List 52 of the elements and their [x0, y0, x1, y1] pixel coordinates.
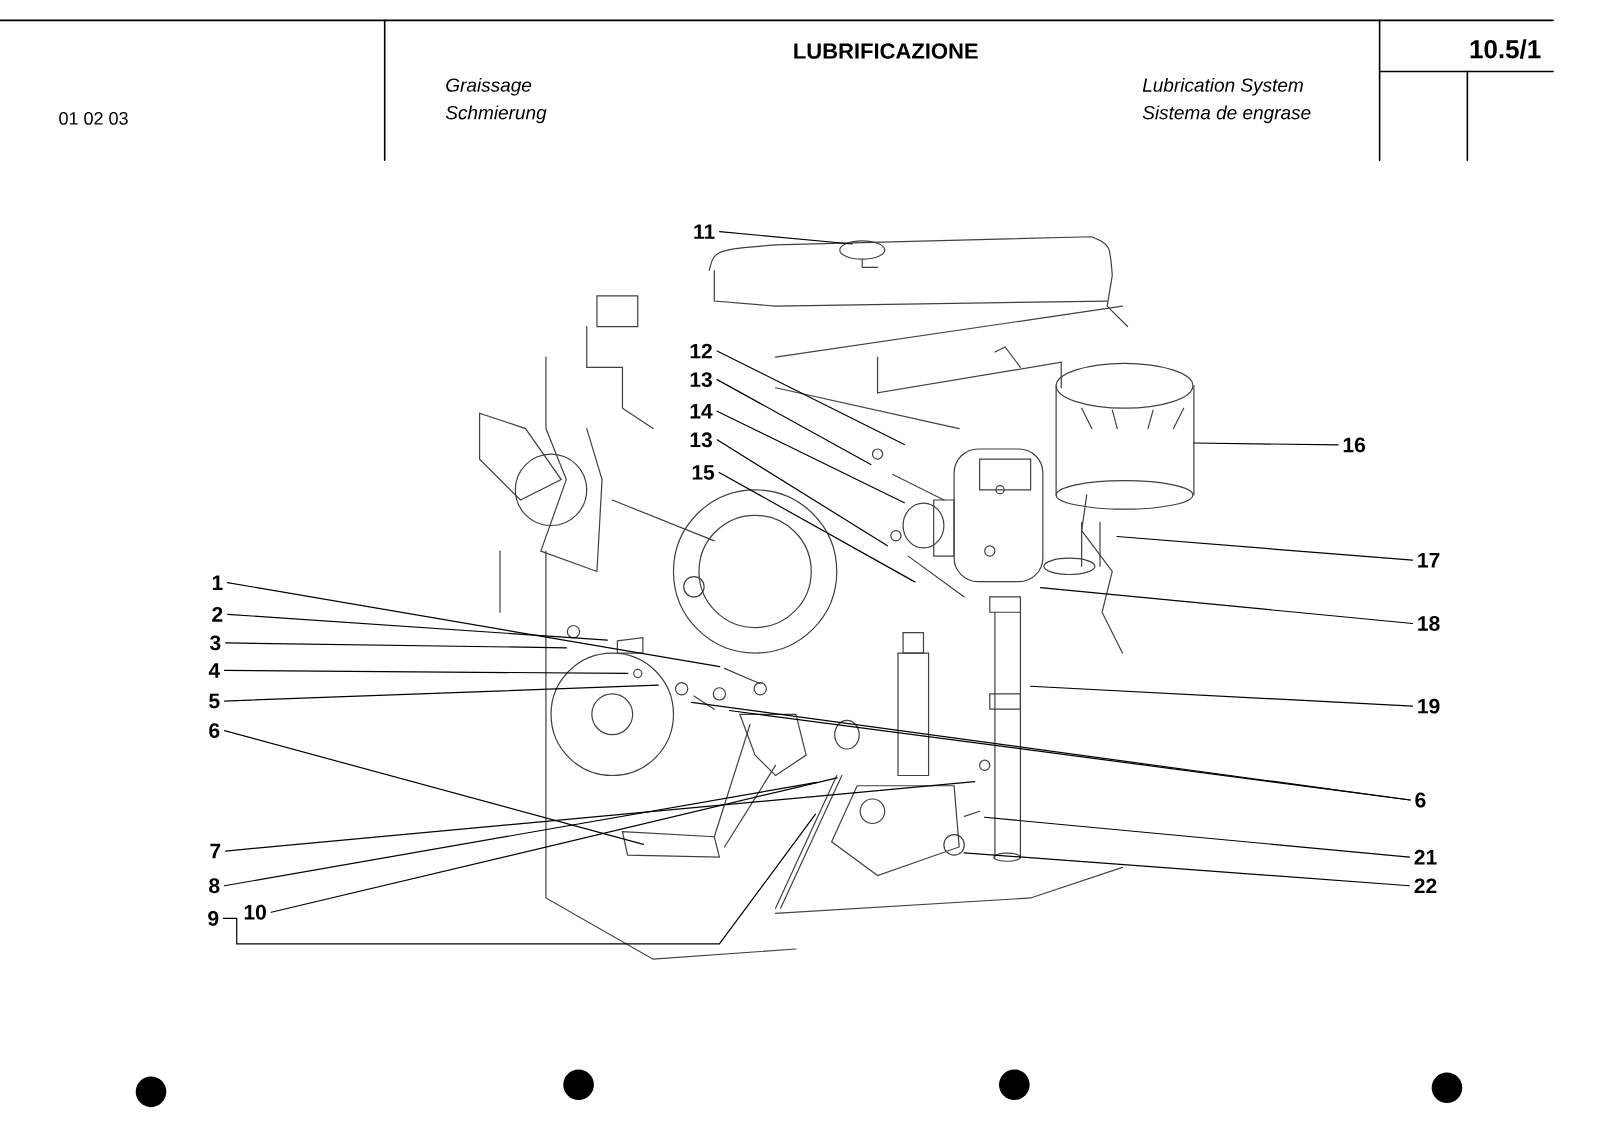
callout-number: 18	[1418, 616, 1440, 632]
leader-line	[222, 813, 817, 945]
leader-line	[1116, 536, 1414, 561]
subtitle: Lubrication System	[1142, 78, 1303, 96]
callout-number: 6	[209, 723, 220, 739]
leader-line	[223, 684, 659, 702]
leader-line	[719, 231, 853, 245]
callout-number: 3	[209, 635, 221, 651]
callout-number: 21	[1414, 850, 1437, 865]
leader-line	[716, 439, 889, 547]
subtitle: Sistema de engrase	[1142, 105, 1311, 124]
leader-line	[716, 379, 872, 466]
callout-number: 19	[1418, 698, 1440, 714]
page-code: 01 02 03	[59, 112, 128, 125]
subtitle: Schmierung	[445, 105, 547, 124]
leader-line	[963, 852, 1411, 887]
callout-number: 12	[690, 343, 712, 359]
leader-line	[1040, 587, 1414, 625]
leader-line	[224, 642, 568, 649]
callout-number: 4	[208, 663, 220, 678]
leader-line	[223, 670, 629, 675]
leader-line	[718, 472, 916, 583]
callout-number: 10	[244, 905, 266, 920]
callout-number: 9	[208, 911, 219, 926]
leader-line	[223, 730, 644, 846]
callout-number: 15	[692, 465, 715, 480]
callout-number: 5	[209, 693, 220, 709]
callout-number: 7	[210, 844, 221, 859]
leader-line	[224, 781, 976, 852]
callout-number: 22	[1414, 878, 1437, 894]
callout-number: 13	[690, 372, 712, 388]
leader-line	[227, 613, 608, 641]
leader-line	[716, 410, 905, 504]
callout-number: 16	[1343, 437, 1365, 453]
page-number: 10.5/1	[1470, 39, 1541, 59]
subtitle: Graissage	[446, 78, 532, 96]
leader-line	[270, 777, 838, 913]
leader-line	[1029, 685, 1414, 707]
callout-number: 8	[209, 878, 220, 894]
callout-number: 14	[690, 404, 713, 419]
leader-line	[227, 582, 721, 668]
callout-number: 17	[1418, 553, 1440, 568]
leader-line	[1193, 442, 1339, 446]
callout-number: 11	[694, 224, 715, 239]
callout-number: 2	[212, 607, 223, 622]
leader-line	[223, 781, 818, 887]
callout-number: 13	[690, 432, 712, 448]
callout-number: 1	[212, 575, 223, 591]
leader-line	[716, 350, 905, 446]
title: LUBRIFICAZIONE	[794, 43, 978, 59]
leader-line	[983, 816, 1411, 858]
callout-number: 6	[1415, 792, 1426, 808]
